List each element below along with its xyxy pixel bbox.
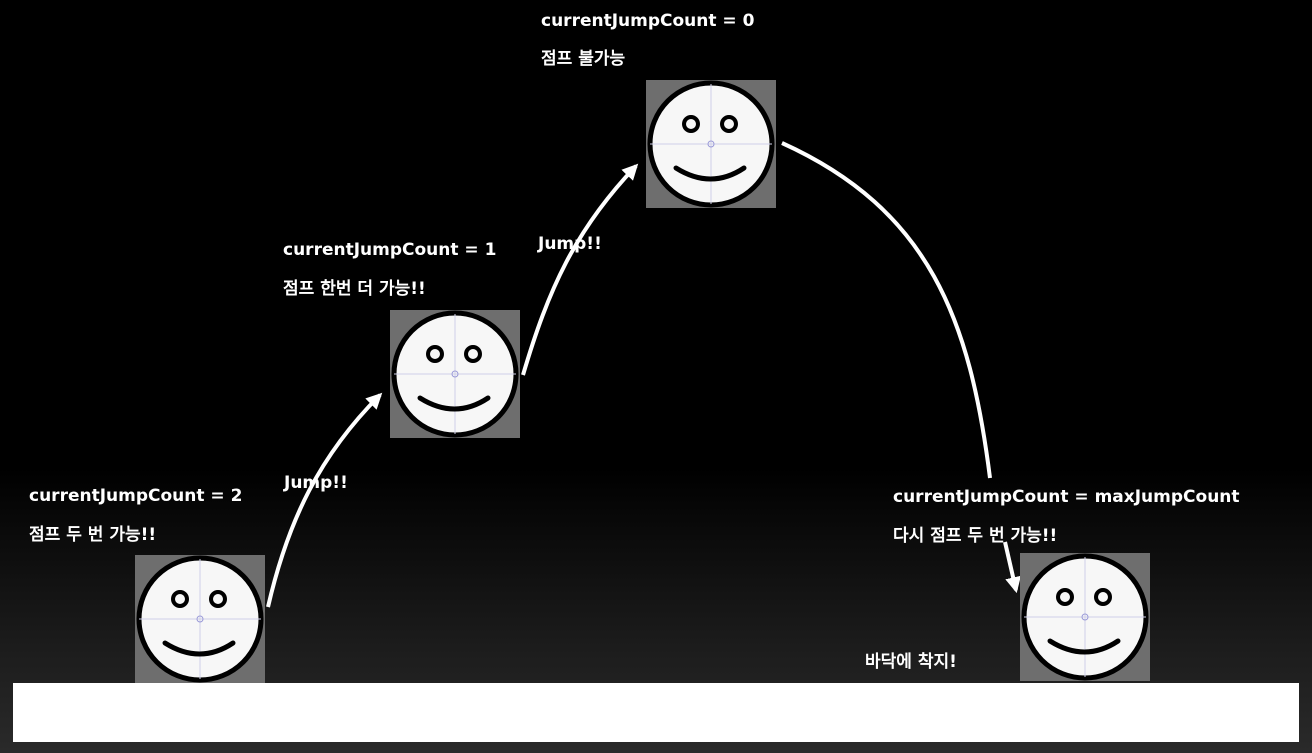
jump-label-2: Jump!! bbox=[538, 234, 602, 254]
smiley-face-icon bbox=[647, 80, 775, 208]
smiley-face-icon bbox=[391, 310, 519, 438]
landing-arrow bbox=[1003, 541, 1021, 594]
character-sprite-second-jump bbox=[646, 80, 776, 208]
fall-curve bbox=[781, 141, 992, 479]
status-label-first-jump: 점프 한번 더 가능!! bbox=[283, 279, 426, 299]
character-sprite-landed bbox=[1020, 553, 1150, 681]
jump-arrow-1 bbox=[266, 392, 383, 608]
count-label-start: currentJumpCount = 2 bbox=[29, 486, 243, 506]
status-label-second-jump: 점프 불가능 bbox=[541, 49, 626, 69]
count-label-landed: currentJumpCount = maxJumpCount bbox=[893, 487, 1240, 507]
jump-label-1: Jump!! bbox=[284, 473, 348, 493]
count-label-second-jump: currentJumpCount = 0 bbox=[541, 11, 755, 31]
character-sprite-start bbox=[135, 555, 265, 683]
count-label-first-jump: currentJumpCount = 1 bbox=[283, 240, 497, 260]
character-sprite-first-jump bbox=[390, 310, 520, 438]
status-label-landed: 다시 점프 두 번 가능!! bbox=[893, 526, 1058, 546]
ground-landing-label: 바닥에 착지! bbox=[865, 652, 957, 672]
smiley-face-icon bbox=[1021, 553, 1149, 681]
ground-platform bbox=[13, 683, 1299, 742]
smiley-face-icon bbox=[136, 555, 264, 683]
jump-arrow-2 bbox=[521, 163, 639, 376]
status-label-start: 점프 두 번 가능!! bbox=[29, 525, 157, 545]
